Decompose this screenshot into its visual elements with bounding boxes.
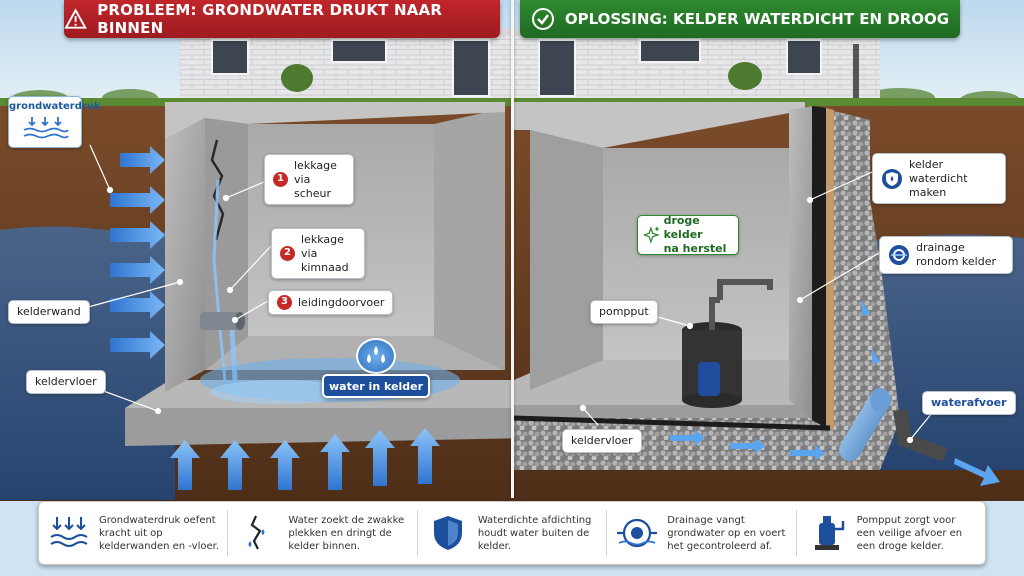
leak-3-number: 3	[277, 295, 292, 310]
footer-item-pressure: Grondwaterdruk oefent kracht uit op keld…	[39, 510, 229, 556]
footer-text-crack: Water zoekt de zwakke plekken en dringt …	[288, 514, 405, 552]
leak-2-number: 2	[280, 246, 295, 262]
crack-icon	[248, 515, 265, 550]
panel-divider	[511, 0, 514, 498]
drainage-icon	[617, 518, 658, 548]
leak-3-text: leidingdoorvoer	[298, 295, 385, 309]
leak-3-label: 3 leidingdoorvoer	[268, 290, 394, 315]
footer-text-drainage: Drainage vangt grondwater op en voert he…	[667, 514, 786, 552]
footer-legend: Grondwaterdruk oefent kracht uit op keld…	[38, 501, 986, 565]
footer-item-shield: Waterdichte afdichting houdt water buite…	[418, 510, 608, 556]
floor-label-left: keldervloer	[26, 370, 106, 394]
water-in-basement-badge: water in kelder	[322, 374, 430, 398]
water-drops-icon	[356, 338, 396, 374]
footer-text-shield: Waterdichte afdichting houdt water buite…	[477, 514, 592, 552]
footer-item-pump: Pompput zorgt voor een veilige afvoer en…	[797, 510, 985, 556]
solution-header: OPLOSSING: KELDER WATERDICHT EN DROOG	[520, 0, 960, 38]
pump-icon	[814, 516, 844, 550]
leak-1-number: 1	[273, 172, 288, 188]
footer-item-crack: Water zoekt de zwakke plekken en dringt …	[228, 510, 418, 556]
problem-title: PROBLEEM: GRONDWATER DRUKT NAAR BINNEN	[97, 1, 443, 37]
warning-icon	[64, 8, 87, 29]
drainage-pipe-icon	[889, 244, 909, 265]
groundwater-pressure-tag: grondwaterdruk	[8, 96, 101, 148]
wall-label: kelderwand	[8, 300, 90, 324]
floor-label-right-text: keldervloer	[571, 434, 633, 447]
problem-header: PROBLEEM: GRONDWATER DRUKT NAAR BINNEN	[64, 0, 500, 38]
solution-title: OPLOSSING: KELDER WATERDICHT EN DROOG	[564, 10, 950, 28]
shield-drop-icon	[882, 168, 902, 189]
outlet-label-text: waterafvoer	[931, 396, 1007, 409]
pump-label-text: pompput	[599, 305, 649, 318]
footer-item-drainage: Drainage vangt grondwater op en voert he…	[607, 510, 797, 556]
footer-text-pump: Pompput zorgt voor een veilige afvoer en…	[856, 514, 963, 552]
check-circle-icon	[531, 8, 554, 30]
floor-label-right: keldervloer	[562, 429, 642, 453]
sparkle-icon	[644, 226, 660, 244]
pump-label: pompput	[590, 300, 658, 324]
wall-label-text: kelderwand	[17, 305, 81, 318]
pressure-icon	[50, 517, 88, 547]
outlet-label: waterafvoer	[922, 391, 1016, 415]
groundwater-pressure-label: grondwaterdruk	[9, 101, 101, 112]
water-in-basement-text: water in kelder	[329, 379, 423, 393]
floor-label-left-text: keldervloer	[35, 375, 97, 388]
pressure-waves-icon	[23, 117, 69, 139]
shield-icon	[433, 516, 462, 550]
footer-text-pressure: Grondwaterdruk oefent kracht uit op keld…	[99, 514, 219, 552]
